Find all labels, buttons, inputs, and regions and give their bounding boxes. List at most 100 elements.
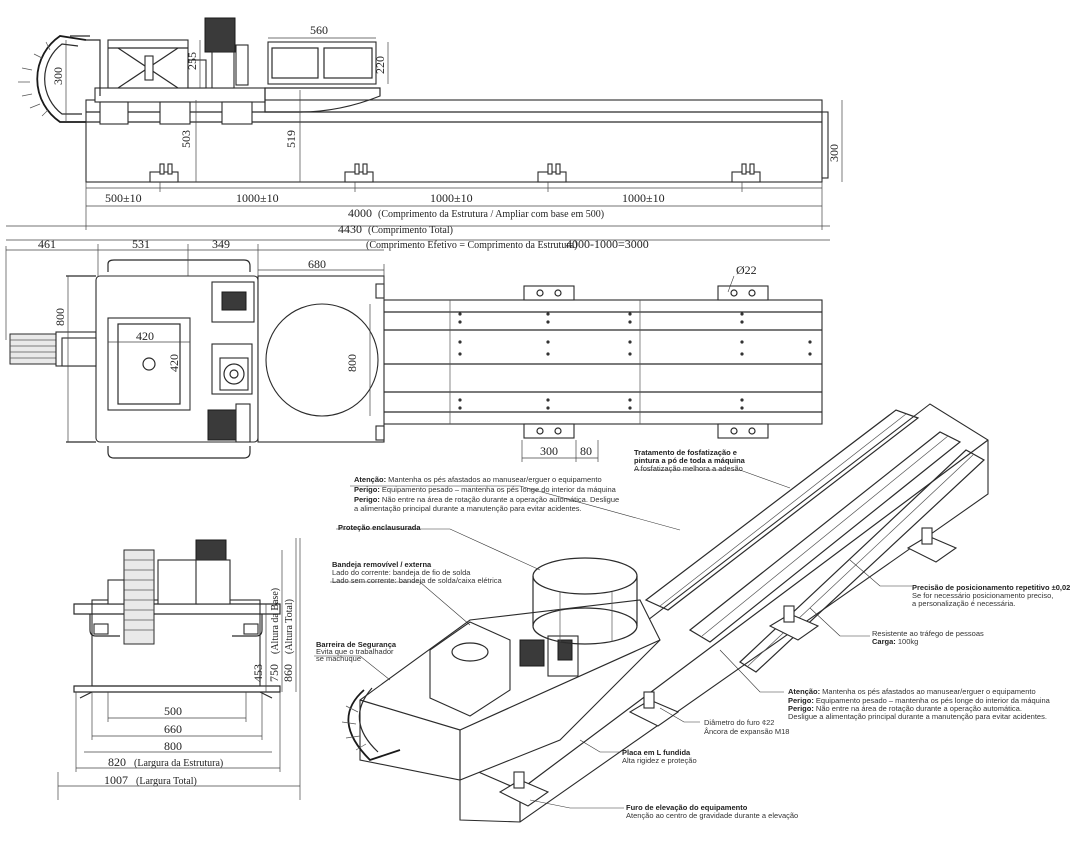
iso-feet bbox=[498, 527, 958, 807]
svg-text:Lado do corrente: bandeja de f: Lado do corrente: bandeja de fio de sold… bbox=[332, 568, 471, 577]
dim-255: 255 bbox=[185, 52, 199, 70]
dim-503: 503 bbox=[179, 130, 193, 148]
turntable-square-top bbox=[107, 317, 191, 411]
callout-warn-bottom: Atenção: Mantenha os pés afastados ao ma… bbox=[788, 687, 1051, 721]
cable-chain-top bbox=[9, 333, 57, 365]
dim-300-left: 300 bbox=[51, 67, 65, 85]
svg-text:Lado sem corrente: bandeja de: Lado sem corrente: bandeja de solda/caix… bbox=[332, 576, 503, 585]
formula-effective: 4000-1000=3000 bbox=[566, 237, 649, 251]
cable-chain-side bbox=[36, 35, 88, 123]
svg-text:Bandeja removível / externa: Bandeja removível / externa bbox=[332, 560, 432, 569]
svg-text:Âncora de expansão M18: Âncora de expansão M18 bbox=[704, 727, 789, 736]
svg-text:Placa em L fundida: Placa em L fundida bbox=[622, 748, 691, 757]
label-820: (Largura da Estrutura) bbox=[134, 758, 223, 769]
dim-519: 519 bbox=[284, 130, 298, 148]
label-750: (Altura da Base) bbox=[270, 588, 281, 654]
dim-4000: 4000 bbox=[348, 206, 372, 220]
dim-680: 680 bbox=[308, 257, 326, 271]
dim-1000-10-a: 1000±10 bbox=[236, 191, 279, 205]
svg-text:Atenção ao centro de gravidade: Atenção ao centro de gravidade durante a… bbox=[626, 811, 798, 820]
base-beam-side bbox=[85, 99, 823, 183]
callout-barrier: Barreira de Segurança Evita que o trabal… bbox=[316, 640, 397, 663]
label-effective: (Comprimento Efetivo = Comprimento da Es… bbox=[366, 240, 577, 251]
top-view bbox=[5, 244, 823, 462]
callout-traffic: Resistente ao tráfego de pessoas Carga: … bbox=[872, 629, 984, 646]
dim-800-circle: 800 bbox=[345, 354, 359, 372]
front-cable-chain bbox=[123, 549, 155, 645]
svg-text:Tratamento de fosfatização e: Tratamento de fosfatização e bbox=[634, 448, 737, 457]
dim-4430: 4430 bbox=[338, 222, 362, 236]
callout-precision: Precisão de posicionamento repetitivo ±0… bbox=[912, 583, 1070, 608]
label-860: (Altura Total) bbox=[284, 599, 295, 654]
dim-453: 453 bbox=[251, 664, 265, 682]
dim-d22: Ø22 bbox=[736, 263, 757, 277]
dim-300-right: 300 bbox=[827, 144, 841, 162]
dim-420-h: 420 bbox=[136, 329, 154, 343]
callout-warn-top: Atenção: Mantenha os pés afastados ao ma… bbox=[354, 475, 619, 513]
svg-text:se machuque: se machuque bbox=[316, 654, 361, 663]
dim-500: 500 bbox=[164, 704, 182, 718]
iso-cable-chain bbox=[347, 689, 401, 762]
front-motor bbox=[195, 539, 227, 561]
front-base-body bbox=[91, 599, 261, 687]
svg-text:a personalização é necessária.: a personalização é necessária. bbox=[912, 599, 1015, 608]
dim-1000-10-b: 1000±10 bbox=[430, 191, 473, 205]
label-4000: (Comprimento da Estrutura / Ampliar com … bbox=[378, 209, 604, 220]
svg-text:Resistente ao tráfego de pesso: Resistente ao tráfego de pessoas bbox=[872, 629, 984, 638]
dim-300-foot: 300 bbox=[540, 444, 558, 458]
svg-text:Perigo: Equipamento pesado – m: Perigo: Equipamento pesado – mantenha os… bbox=[788, 696, 1051, 705]
svg-text:Se for necessário posicionamen: Se for necessário posicionamento preciso… bbox=[912, 591, 1053, 600]
svg-text:Precisão de posicionamento rep: Precisão de posicionamento repetitivo ±0… bbox=[912, 583, 1070, 592]
motor-side bbox=[204, 17, 236, 53]
dim-800: 800 bbox=[164, 739, 182, 753]
dim-531: 531 bbox=[132, 237, 150, 251]
callout-phosphate: Tratamento de fosfatização e pintura a p… bbox=[634, 448, 746, 473]
dim-461: 461 bbox=[38, 237, 56, 251]
svg-text:Alta rigidez e proteção: Alta rigidez e proteção bbox=[622, 756, 697, 765]
svg-text:Barreira de Segurança: Barreira de Segurança bbox=[316, 640, 397, 649]
svg-text:Carga: 100kg: Carga: 100kg bbox=[872, 637, 918, 646]
svg-text:Atenção: Mantenha os pés afast: Atenção: Mantenha os pés afastados ao ma… bbox=[788, 687, 1036, 696]
callout-tray: Bandeja removível / externa Lado do corr… bbox=[332, 560, 503, 585]
svg-text:Atenção: Mantenha os pés afast: Atenção: Mantenha os pés afastados ao ma… bbox=[354, 475, 602, 484]
svg-text:Furo de elevação do equipament: Furo de elevação do equipamento bbox=[626, 803, 748, 812]
svg-text:pintura a pó de toda a máquina: pintura a pó de toda a máquina bbox=[634, 456, 746, 465]
svg-text:Perigo: Equipamento pesado – m: Perigo: Equipamento pesado – mantenha os… bbox=[354, 485, 617, 494]
svg-text:Perigo: Não entre na área de r: Perigo: Não entre na área de rotação dur… bbox=[354, 495, 619, 504]
iso-ring-guard bbox=[532, 557, 638, 595]
svg-text:Desligue a alimentação princip: Desligue a alimentação principal durante… bbox=[788, 712, 1047, 721]
iso-motor bbox=[519, 639, 545, 667]
dim-1007: 1007 bbox=[104, 773, 128, 787]
side-feet bbox=[149, 163, 761, 183]
svg-text:Perigo: Não entre na área de r: Perigo: Não entre na área de rotação dur… bbox=[788, 704, 1022, 713]
front-view bbox=[57, 538, 301, 800]
callout-enclosed: Proteção enclausurada bbox=[338, 523, 421, 532]
top-feet bbox=[523, 285, 769, 439]
dim-660: 660 bbox=[164, 722, 182, 736]
svg-text:Evita que o trabalhador: Evita que o trabalhador bbox=[316, 647, 394, 656]
side-view bbox=[6, 17, 843, 241]
dim-80-foot: 80 bbox=[580, 444, 592, 458]
label-4430: (Comprimento Total) bbox=[368, 225, 453, 236]
isometric-view bbox=[314, 403, 989, 823]
dim-1000-10-c: 1000±10 bbox=[622, 191, 665, 205]
dim-560: 560 bbox=[310, 23, 328, 37]
fixture-plate-side bbox=[267, 41, 377, 85]
label-1007: (Largura Total) bbox=[136, 776, 197, 787]
dim-349: 349 bbox=[212, 237, 230, 251]
dim-750: 750 bbox=[267, 664, 281, 682]
callout-hole: Diâmetro do furo ¢22 Âncora de expansão … bbox=[704, 718, 789, 736]
dim-500-10: 500±10 bbox=[105, 191, 142, 205]
circle-plate-top bbox=[265, 303, 379, 417]
dim-220: 220 bbox=[373, 56, 387, 74]
dim-820: 820 bbox=[108, 755, 126, 769]
svg-text:A fosfatização melhora a adesã: A fosfatização melhora a adesão bbox=[634, 464, 743, 473]
svg-text:a alimentação principal durant: a alimentação principal durante a manute… bbox=[354, 504, 582, 513]
dim-420-v: 420 bbox=[167, 354, 181, 372]
dim-860: 860 bbox=[281, 664, 295, 682]
dim-800-left: 800 bbox=[53, 308, 67, 326]
svg-text:Diâmetro do furo ¢22: Diâmetro do furo ¢22 bbox=[704, 718, 774, 727]
callout-lplate: Placa em L fundida Alta rigidez e proteç… bbox=[622, 748, 697, 765]
callout-lifting: Furo de elevação do equipamento Atenção … bbox=[626, 803, 798, 820]
